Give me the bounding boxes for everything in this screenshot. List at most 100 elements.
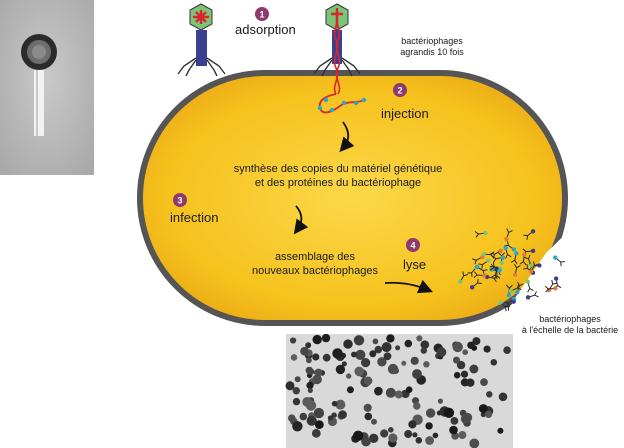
scale-note-line2: agrandis 10 fois [400, 47, 464, 57]
released-phage [503, 241, 517, 252]
micrograph-particle [423, 361, 430, 368]
released-phage [473, 271, 487, 279]
micrograph-particle [355, 349, 366, 360]
micrograph-particle [483, 345, 491, 353]
released-phage [553, 255, 565, 267]
step-badge-3: 3 [173, 193, 187, 207]
micrograph-particle [369, 350, 377, 358]
step-number: 2 [397, 86, 402, 96]
micrograph-particle [383, 352, 392, 361]
micrograph-particle [361, 436, 371, 447]
micrograph-particle [412, 432, 418, 438]
micrograph-particle [408, 420, 417, 429]
bacterium-cell [137, 70, 568, 326]
micrograph-particle [285, 381, 295, 391]
single-phage-micrograph [0, 0, 94, 175]
micrograph-particle [415, 437, 423, 444]
scale-note-line1: bactériophages [401, 36, 463, 46]
micrograph-particle [404, 430, 413, 438]
micrograph-particle [413, 402, 421, 410]
micrograph-particle [404, 339, 413, 348]
label-infection: infection [170, 210, 218, 225]
micrograph-particle [456, 360, 466, 370]
micrograph-particle [306, 357, 312, 364]
micrograph-particle [420, 347, 427, 354]
micrograph-particle [498, 392, 508, 402]
micrograph-particle [374, 345, 383, 354]
micrograph-particle [338, 410, 347, 419]
micrograph-particle [351, 351, 357, 358]
micrograph-particle [425, 422, 433, 430]
micrograph-particle [307, 368, 315, 376]
micrograph-particle [305, 400, 317, 411]
micrograph-particle [314, 420, 324, 429]
micrograph-particle [432, 432, 439, 439]
released-phage [525, 291, 539, 300]
micrograph-particle [300, 346, 309, 356]
micrograph-particle [394, 390, 403, 399]
released-phage [508, 283, 522, 294]
micrograph-particle [410, 356, 419, 365]
micrograph-particle [292, 421, 303, 432]
released-phage [503, 245, 512, 259]
micrograph-particle [380, 429, 389, 438]
released-phage [510, 251, 519, 265]
released-phage [481, 251, 495, 259]
micrograph-particle [312, 353, 320, 361]
released-phage [525, 279, 534, 293]
micrograph-particle [385, 387, 396, 398]
micrograph-particle [331, 400, 338, 407]
bacteria-scale-line1: bactériophages [539, 314, 601, 324]
micrograph-particle [290, 337, 297, 344]
micrograph-particle [412, 369, 422, 379]
micrograph-particle [343, 339, 353, 349]
micrograph-particle [327, 415, 333, 421]
bacteria-scale-line2: à l'échelle de la bactérie [522, 325, 618, 335]
step-badge-2: 2 [393, 83, 407, 97]
micrograph-particle [353, 335, 365, 346]
micrograph-particle [381, 342, 392, 353]
many-phages-micrograph [285, 333, 513, 448]
micrograph-particle [321, 333, 331, 343]
micrograph-particle [307, 387, 313, 393]
label-adsorption: adsorption [235, 22, 296, 37]
micrograph-particle [425, 436, 434, 445]
micrograph-particle [453, 356, 460, 364]
phage-adsorbing [177, 3, 226, 77]
micrograph-particle [305, 342, 312, 349]
micrograph-particle [405, 386, 413, 394]
micrograph-particle [306, 415, 317, 426]
released-phage [505, 284, 513, 298]
micrograph-particle [313, 407, 325, 419]
micrograph-particle [416, 335, 423, 342]
micrograph-particle [312, 334, 322, 345]
released-phages [457, 228, 565, 312]
arrow-assembly-to-lysis [384, 279, 433, 294]
released-phage [469, 278, 482, 290]
micrograph-particle [354, 366, 365, 377]
released-phage [457, 271, 468, 284]
assembly-line2: nouveaux bactériophages [252, 265, 378, 277]
micrograph-particle [503, 346, 511, 355]
released-phage [497, 300, 510, 312]
micrograph-particle [478, 404, 488, 414]
released-phage [515, 281, 524, 295]
micrograph-particle [292, 397, 301, 406]
micrograph-particle [341, 361, 347, 367]
micrograph-particle [453, 371, 461, 379]
micrograph-particle [469, 438, 480, 448]
micrograph-particle [346, 373, 352, 379]
micrograph-particle [388, 427, 394, 433]
micrograph-particle [332, 348, 343, 359]
micrograph-particle [322, 353, 331, 362]
step-number: 3 [177, 196, 182, 206]
synthesis-line2: et des protéines du bactériophage [255, 177, 421, 189]
micrograph-particle [437, 398, 443, 404]
label-lyse: lyse [403, 257, 426, 272]
released-phage [474, 230, 488, 238]
micrograph-particle [458, 431, 467, 439]
micrograph-particle [420, 340, 430, 350]
micrograph-particle [460, 414, 471, 424]
